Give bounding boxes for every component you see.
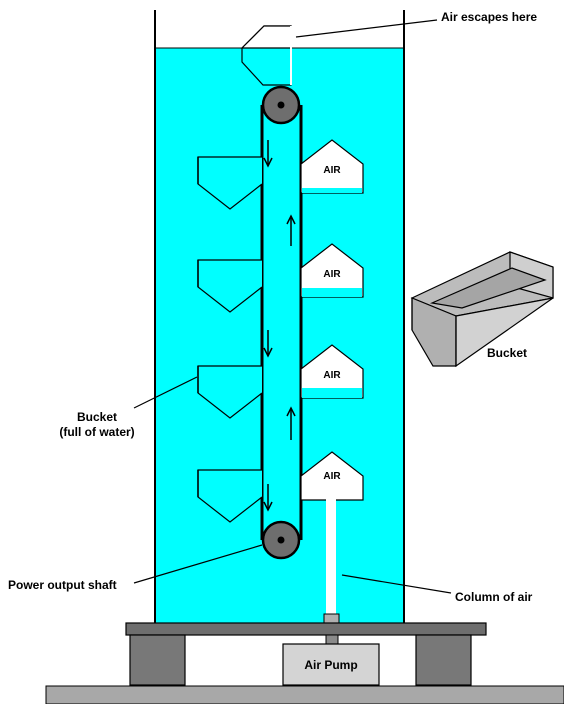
column-of-air-label: Column of air: [455, 590, 533, 604]
bucket-3d-illustration: [410, 251, 554, 368]
water-bucket: [197, 156, 263, 210]
down-arrow-icon: [263, 140, 273, 168]
up-arrow-icon: [286, 214, 296, 246]
water-bucket: [197, 469, 263, 523]
water-buckets: [197, 156, 263, 523]
ground: [45, 685, 564, 704]
water-bucket: [197, 259, 263, 313]
air-bucket: AIR: [300, 451, 364, 501]
base-plate: [125, 622, 487, 636]
air-pump: Air Pump: [282, 643, 380, 686]
air-escapes-label: Air escapes here: [441, 10, 537, 24]
air-label: AIR: [323, 165, 341, 176]
water-bucket: [197, 365, 263, 419]
air-label: AIR: [323, 370, 341, 381]
pillar-left: [129, 634, 186, 686]
air-bucket: AIR: [300, 243, 364, 298]
air-label: AIR: [323, 471, 341, 482]
up-arrow-icon: [286, 406, 296, 440]
bucket-full-label-line2: (full of water): [59, 425, 134, 439]
air-pump-label: Air Pump: [304, 658, 357, 672]
pillar-right: [415, 634, 472, 686]
air-bucket: AIR: [300, 139, 364, 194]
escape-bucket: [240, 25, 292, 86]
air-bucket: AIR: [300, 344, 364, 399]
air-column: [326, 490, 336, 615]
top-pulley: [261, 85, 301, 125]
power-output-shaft-label: Power output shaft: [8, 578, 117, 592]
air-nozzle: [323, 613, 340, 624]
down-arrow-icon: [263, 484, 273, 512]
bucket-full-label-line1: Bucket: [77, 410, 117, 424]
down-arrow-icon: [263, 330, 273, 358]
bucket-label: Bucket: [487, 346, 527, 360]
belt-arrows: [263, 140, 296, 512]
leader-lines: [133, 19, 452, 594]
air-label: AIR: [323, 269, 341, 280]
power-output-shaft: [261, 520, 301, 560]
